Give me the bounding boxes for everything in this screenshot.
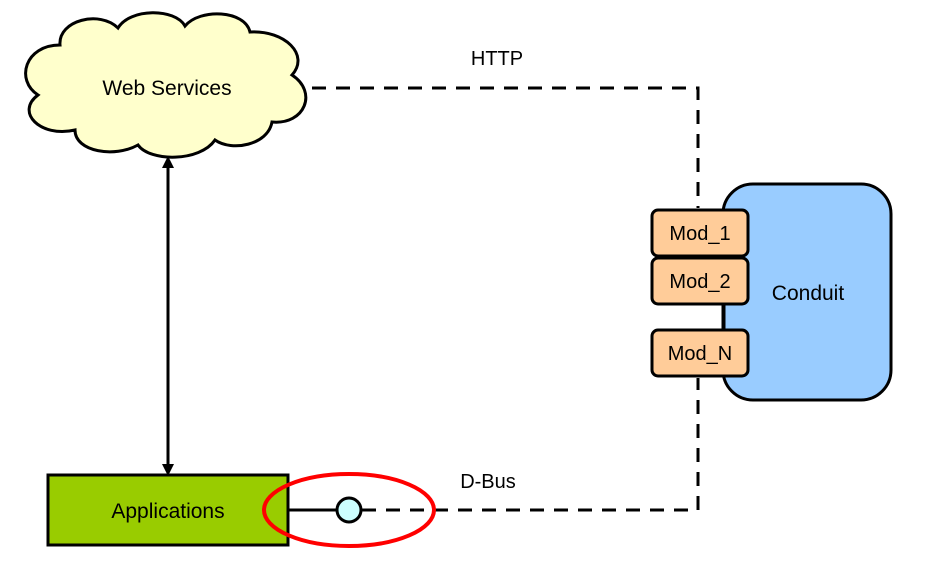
dbus-label: D-Bus: [460, 471, 516, 493]
web-services-label: Web Services: [102, 77, 231, 100]
module-box: [650, 256, 750, 306]
http-connector: [312, 86, 700, 208]
highlight-ellipse: [262, 472, 436, 548]
applications-label: Applications: [111, 500, 224, 523]
module-label: Mod_2: [669, 271, 730, 293]
module-box: [650, 328, 750, 378]
module-label: Mod_N: [668, 343, 732, 365]
module-box: [650, 208, 750, 258]
module-mod-2: Mod_2: [650, 256, 750, 306]
module-mod-1: Mod_1: [650, 208, 750, 258]
http-label: HTTP: [471, 48, 523, 70]
dbus-connector: [362, 378, 700, 512]
module-label: Mod_1: [669, 223, 730, 245]
cloud-shape: [24, 11, 308, 159]
module-mod-n: Mod_N: [650, 328, 750, 378]
web-services-cloud: Web Services: [24, 11, 308, 159]
applications-node: Applications: [46, 473, 290, 547]
conduit-label: Conduit: [772, 282, 845, 305]
dbus-socket-icon: [335, 496, 363, 524]
